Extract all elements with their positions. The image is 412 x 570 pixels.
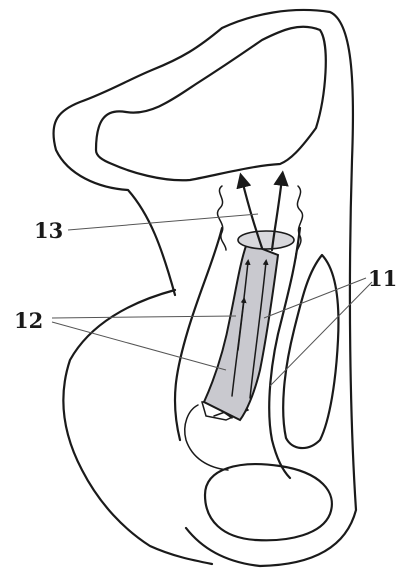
duct-shaded [204, 243, 278, 420]
leader-13 [68, 214, 258, 230]
bottom-oval [205, 464, 332, 540]
inner-cavity-outline [96, 27, 326, 181]
right-loop-outline [283, 255, 338, 448]
label-12: 12 [14, 308, 43, 333]
duct-ring [238, 231, 294, 249]
label-13: 13 [34, 218, 63, 243]
outer-outline [53, 10, 356, 566]
label-11: 11 [368, 266, 397, 291]
leader-11b [270, 282, 372, 386]
leader-12a [52, 316, 236, 318]
